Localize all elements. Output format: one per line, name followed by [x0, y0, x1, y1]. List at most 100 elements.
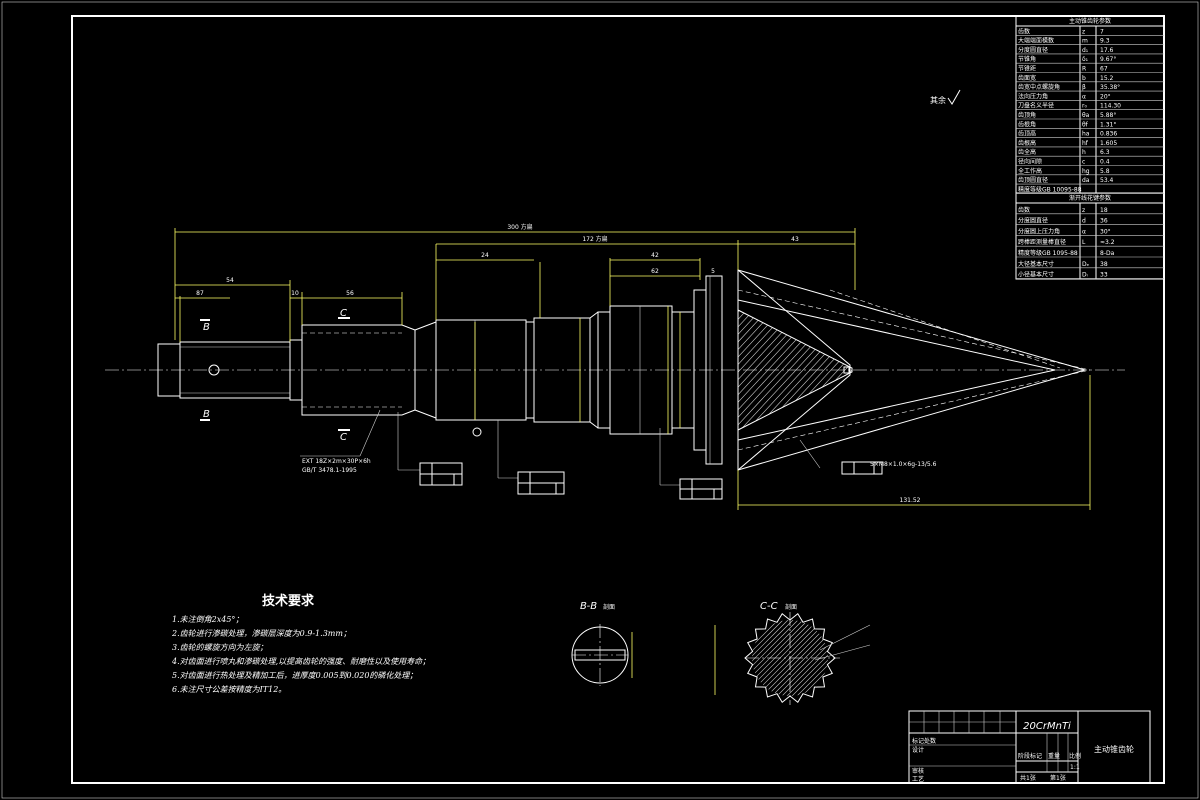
gear-param-cell: 节锥距	[1018, 65, 1036, 73]
thread-note: 5×M8×1.0×6g-13/5.6	[870, 461, 937, 468]
dim-d1: 54	[226, 277, 234, 284]
material: 20CrMnTi	[1023, 721, 1071, 732]
spline-param-cell: 分度圆直径	[1018, 217, 1048, 225]
spline-param-cell: Dᵢ	[1082, 272, 1088, 279]
gear-param-cell: d₁	[1082, 47, 1089, 54]
tech-heading: 技术要求	[262, 593, 315, 609]
gear-param-cell: 114.30	[1100, 103, 1121, 110]
gear-param-cell: c	[1082, 159, 1085, 166]
tolerance-frames	[397, 412, 883, 500]
spline-param-cell: 38	[1100, 261, 1108, 268]
gear-param-cell: 9.3	[1100, 38, 1110, 45]
spline-param-cell: 大径基本尺寸	[1018, 260, 1054, 268]
gear-param-cell: 法向压力角	[1018, 92, 1048, 100]
gear-param-cell: 5.88°	[1100, 112, 1116, 119]
gear-param-cell: 齿顶圆直径	[1018, 176, 1048, 184]
spline-params-header: 渐开线花键参数	[1069, 194, 1111, 202]
gear-param-cell: hg	[1082, 168, 1090, 175]
gear-param-cell: 1.605	[1100, 140, 1117, 147]
gear-param-cell: 精度等级GB 10095-88	[1018, 185, 1082, 193]
bb-label: B-B	[580, 601, 597, 612]
roughness-symbol-icon	[947, 89, 961, 105]
dim-bottom: 131.52	[900, 497, 921, 504]
spline-param-cell: 30°	[1100, 228, 1111, 235]
inner-border	[71, 15, 1165, 784]
dim-d8: 62	[651, 268, 659, 275]
gear-param-cell: 20°	[1100, 93, 1111, 100]
dim-d6: 24	[481, 252, 489, 259]
gear-param-cell: 17.6	[1100, 47, 1114, 54]
gear-param-cell: R	[1082, 66, 1086, 73]
tb-row-2: 审核	[912, 767, 924, 775]
gear-param-cell: 67	[1100, 66, 1108, 73]
gear-param-cell: 15.2	[1100, 75, 1114, 82]
gear-param-cell: 大端端面模数	[1018, 37, 1054, 45]
spline-std: GB/T 3478.1-1995	[302, 467, 357, 474]
gear-param-cell: 节锥角	[1018, 55, 1036, 63]
gear-param-cell: 齿根高	[1018, 139, 1036, 147]
spline-param-cell: L	[1082, 239, 1086, 246]
spline-note: EXT 18Z×2m×30P×6h	[302, 458, 371, 465]
spline-param-cell: 36	[1100, 218, 1108, 225]
dim-d4: 172 方扁	[582, 235, 607, 243]
gear-param-cell: 1.31°	[1100, 121, 1116, 128]
gear-param-cell: h	[1082, 149, 1086, 156]
tb-label-2: 比例	[1069, 752, 1081, 760]
gear-param-cell: z	[1082, 28, 1085, 35]
gear-param-cell: 刀盘名义半径	[1018, 102, 1054, 110]
gear-param-cell: 齿顶角	[1018, 111, 1036, 119]
gear-param-cell: da	[1082, 177, 1090, 184]
dim-d3: 10	[291, 290, 299, 297]
spline-hatch	[752, 620, 828, 696]
gear-param-cell: r₀	[1082, 103, 1087, 110]
tb-sheet-1: 第1张	[1050, 774, 1066, 782]
tech-item: 1.未注倒角2x45°；	[172, 615, 243, 624]
gear-param-cell: 7	[1100, 28, 1104, 35]
gear-param-cell: δ₁	[1082, 56, 1089, 63]
gear-param-cell: ha	[1082, 131, 1090, 138]
tb-row-0: 标记处数	[912, 737, 936, 745]
section-markers: B B C C	[200, 308, 350, 443]
gear-param-cell: 齿全高	[1018, 148, 1036, 156]
gear-param-cell: θa	[1082, 112, 1090, 119]
gear-param-cell: β	[1082, 84, 1086, 91]
roughness-note: 其余	[930, 95, 946, 105]
gear-param-cell: b	[1082, 75, 1086, 82]
gear-param-cell: θf	[1082, 121, 1089, 128]
cc-label: C-C	[760, 601, 778, 612]
tb-label-1: 重量	[1048, 752, 1060, 760]
title-block: 20CrMnTi 主动锥齿轮 标记处数 设计 审核 工艺 阶段标记 重量 比例 …	[908, 710, 1151, 784]
tech-item: 4.对齿面进行喷丸和渗碳处理,以提高齿轮的强度、耐磨性以及使用寿命；	[171, 657, 430, 666]
gear-param-cell: 0.836	[1100, 131, 1117, 138]
gear-param-cell: 9.67°	[1100, 56, 1116, 63]
section-c-bottom: C	[340, 432, 347, 443]
spline-param-cell: 18	[1100, 207, 1108, 214]
gear-param-cell: 6.3	[1100, 149, 1110, 156]
dim-d7: 42	[651, 252, 659, 259]
tech-item: 3.齿轮的螺旋方向为左旋；	[172, 643, 268, 652]
gear-param-cell: hf	[1082, 140, 1089, 147]
gear-param-cell: 齿宽中点螺旋角	[1018, 83, 1060, 91]
spline-param-cell: 跨棒距测量棒直径	[1018, 238, 1066, 246]
gear-param-cell: m	[1082, 38, 1088, 45]
section-b-bottom: B	[203, 409, 210, 420]
spline-param-cell: α	[1082, 228, 1086, 235]
tech-item: 5.对齿面进行热处理及精加工后，进厚度0.005到0.020的磷化处理；	[172, 671, 417, 680]
spline-param-cell: 齿数	[1018, 206, 1030, 214]
dim-d2: 87	[196, 290, 204, 297]
cc-sub: 剖面	[785, 603, 797, 611]
spline-param-cell: 8-Da	[1100, 250, 1115, 257]
spline-param-cell: 精度等级GB 1095-88	[1018, 249, 1078, 257]
gear-param-cell: 齿顶高	[1018, 130, 1036, 138]
gear-param-cell: 齿根角	[1018, 120, 1036, 128]
gear-param-cell: 53.4	[1100, 177, 1114, 184]
gear-param-cell: 齿数	[1018, 27, 1030, 35]
dimension-lines	[174, 228, 1091, 510]
dim-d9: 43	[791, 236, 799, 243]
gear-param-cell: α	[1082, 93, 1086, 100]
section-c-top: C	[340, 308, 347, 319]
tb-row-1: 设计	[912, 746, 924, 754]
spline-param-cell: ≈3.2	[1100, 239, 1115, 246]
